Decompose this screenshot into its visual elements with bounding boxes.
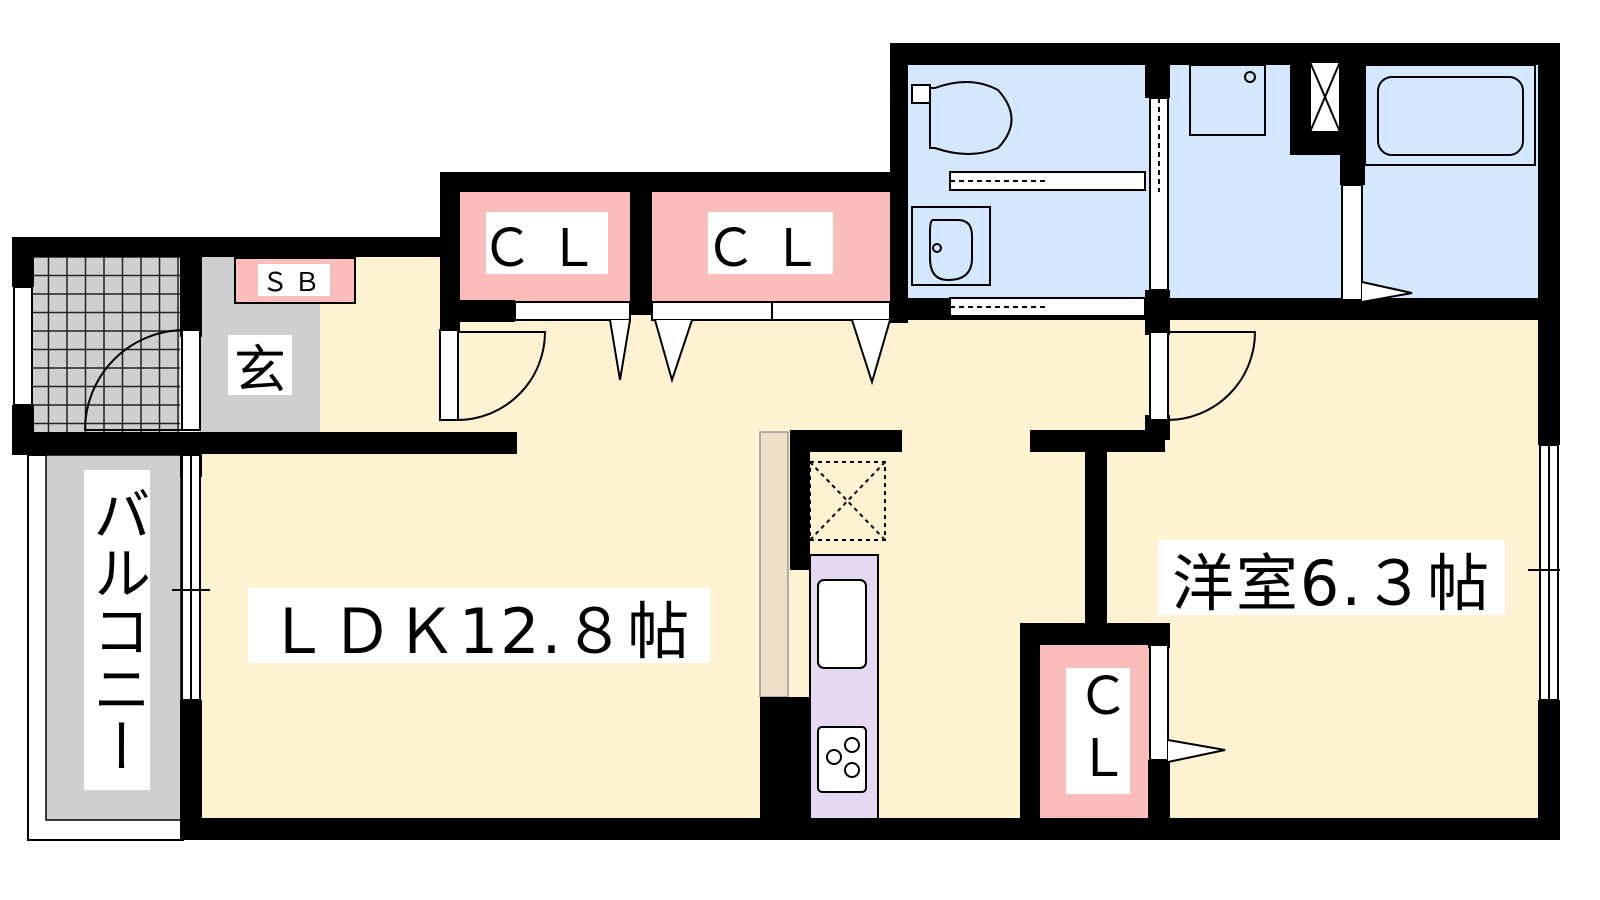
counter-wall bbox=[759, 431, 789, 698]
doors bbox=[13, 97, 1560, 763]
sink-icon bbox=[817, 579, 867, 669]
stove-icon bbox=[817, 726, 867, 793]
vent-icon bbox=[1309, 61, 1341, 133]
closet-bedroom-label: ＣＬ bbox=[1066, 668, 1130, 794]
ldk-label: ＬＤＫ12.８帖 bbox=[248, 588, 710, 668]
closet-left-label: ＣＬ bbox=[481, 212, 608, 279]
balcony-label: バルコニー bbox=[83, 470, 151, 790]
washbasin-icon bbox=[911, 206, 991, 286]
closet-mid-label: ＣＬ bbox=[705, 212, 833, 279]
bathtub-icon bbox=[1364, 64, 1536, 166]
walls bbox=[12, 43, 1560, 840]
porch-tiles bbox=[29, 255, 180, 433]
western-room-label: 洋室6.３帖 bbox=[1158, 540, 1505, 620]
toilet-icon bbox=[911, 80, 1013, 155]
washing-machine-icon bbox=[1189, 64, 1266, 136]
shoe-box-label: ＳＢ bbox=[258, 264, 330, 298]
entrance-label: 玄 bbox=[228, 335, 292, 401]
